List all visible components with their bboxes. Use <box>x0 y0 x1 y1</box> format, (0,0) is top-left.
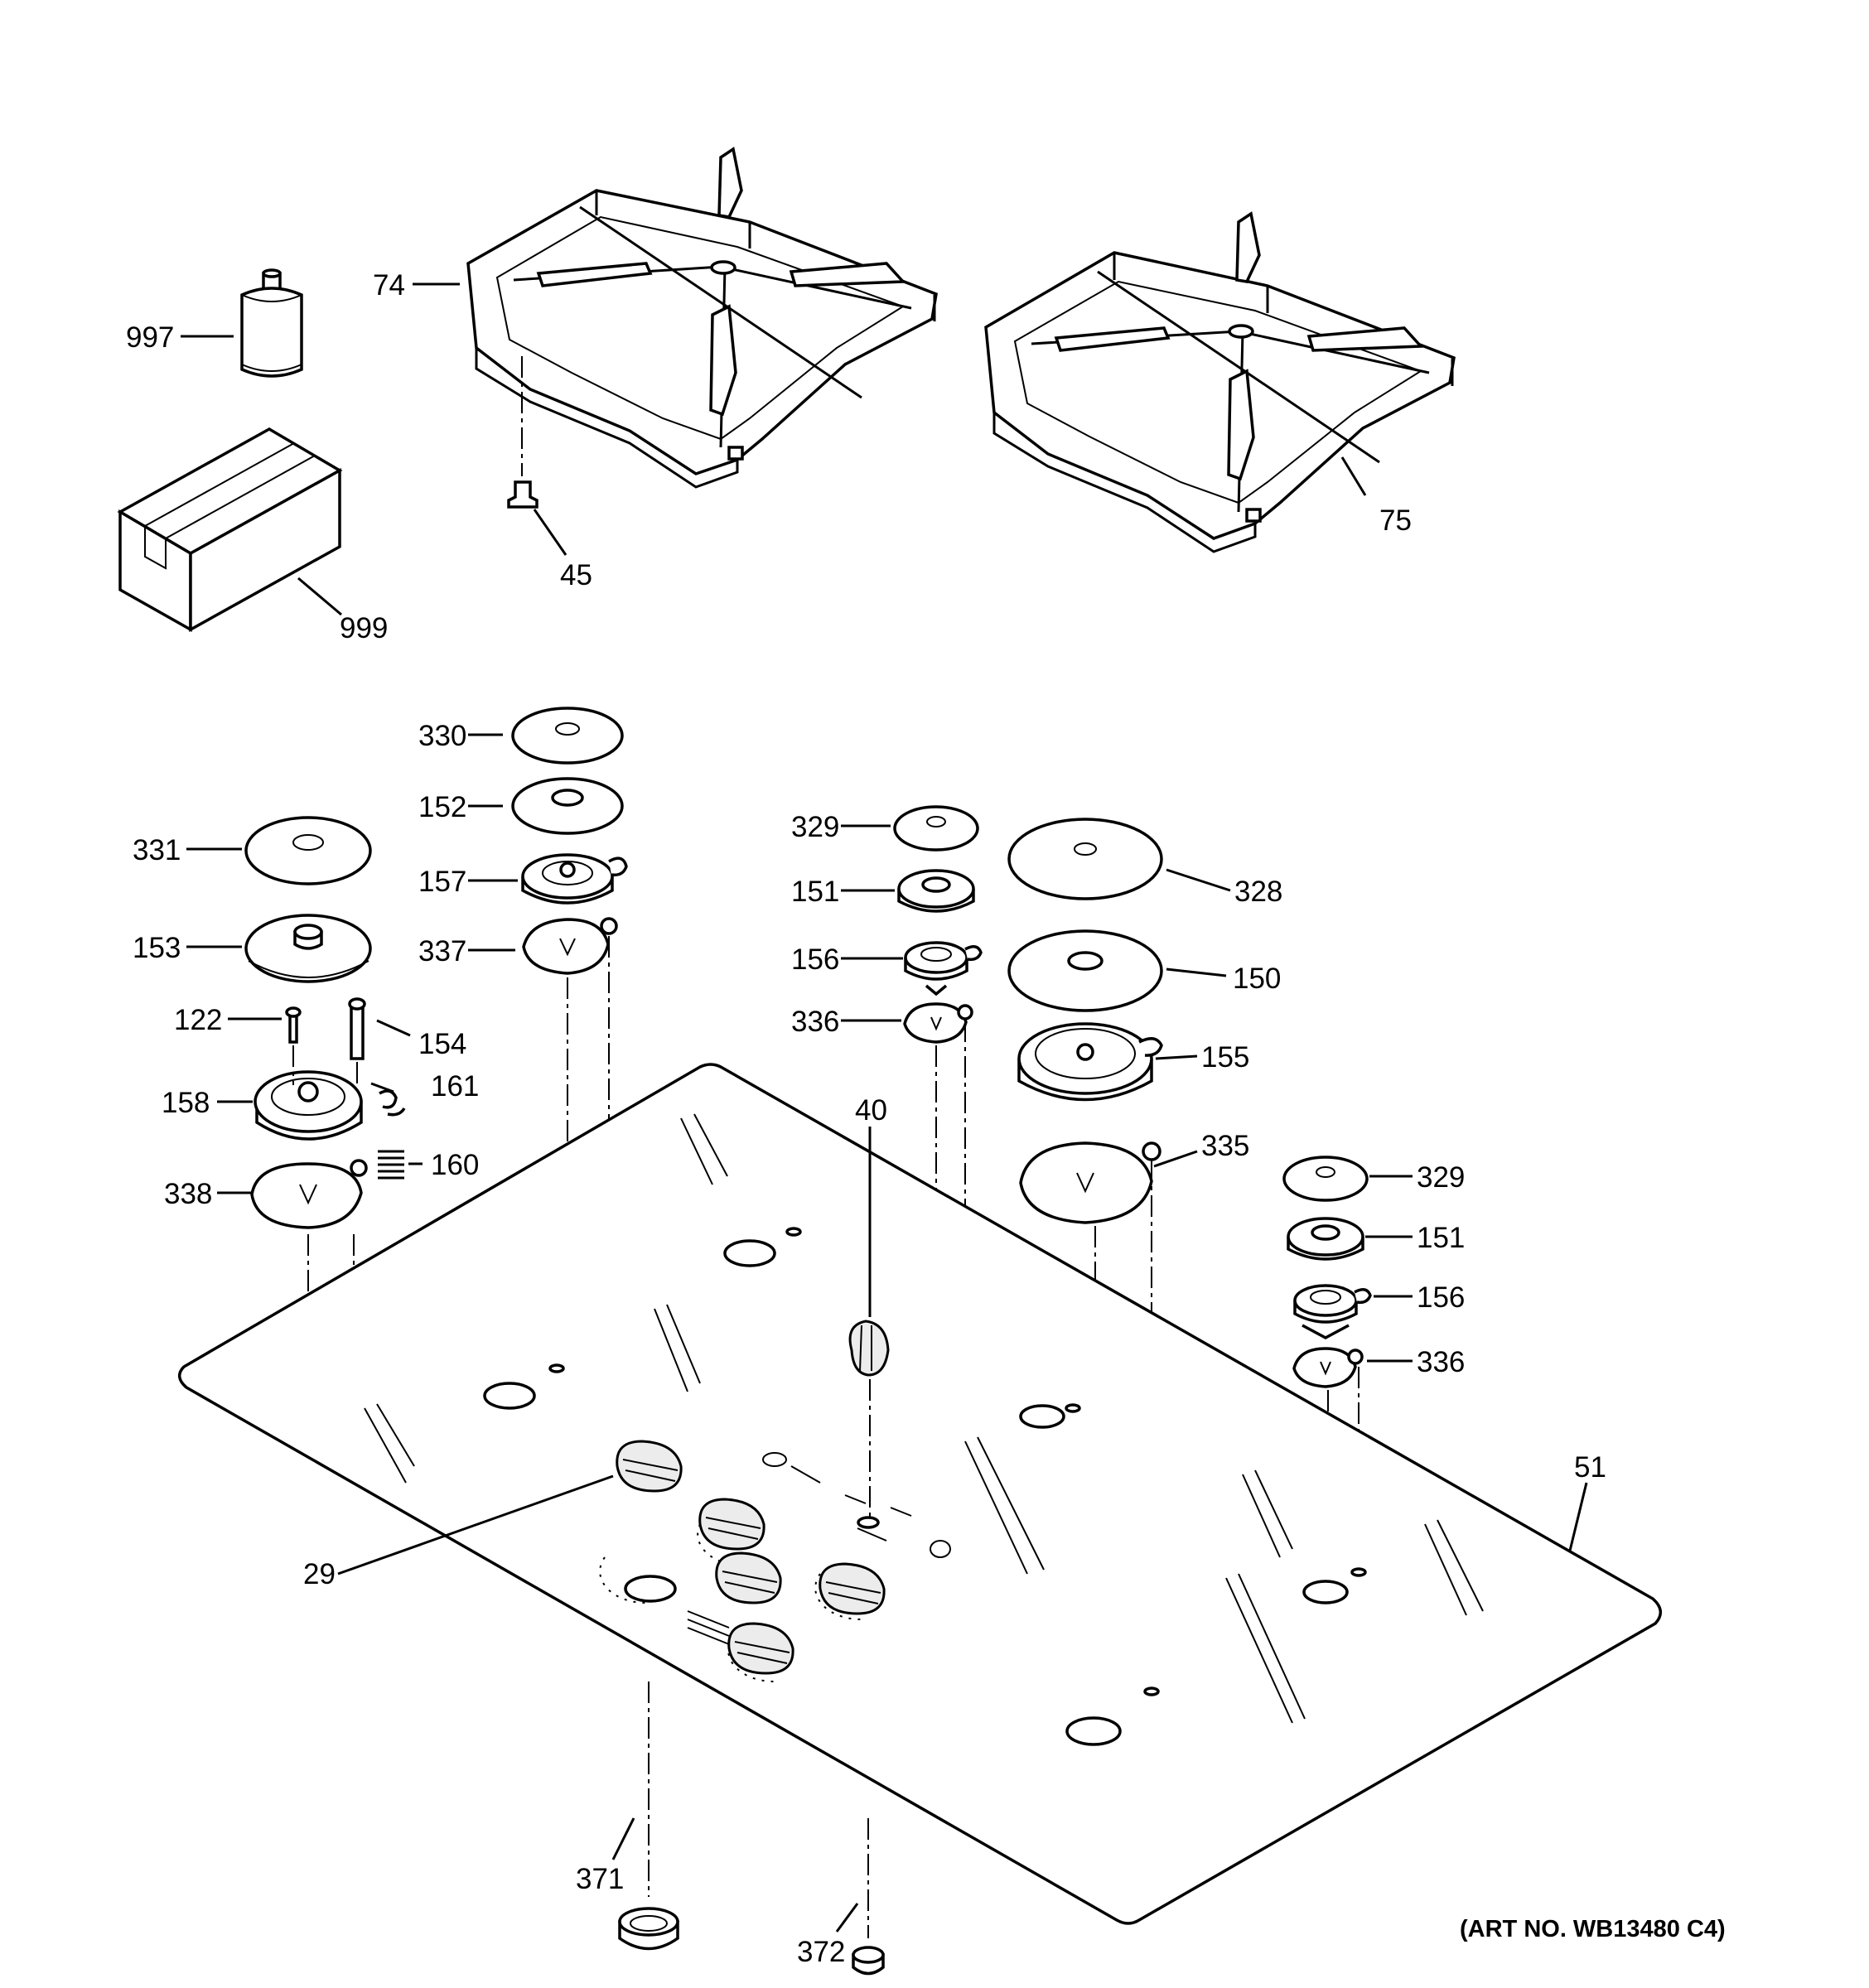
label-372: 372 <box>797 1936 845 1968</box>
part-997-bottle <box>240 268 303 378</box>
grate-right <box>984 211 1456 553</box>
burner-stack-left <box>244 816 558 1367</box>
grate-foot-45 <box>507 356 538 509</box>
label-51: 51 <box>1574 1451 1606 1484</box>
label-122: 122 <box>174 1004 222 1036</box>
label-156-center: 156 <box>791 943 839 976</box>
label-156-right: 156 <box>1417 1281 1465 1314</box>
label-157: 157 <box>418 866 466 898</box>
foot-371 <box>618 1682 679 1951</box>
label-335: 335 <box>1201 1130 1249 1162</box>
label-337: 337 <box>418 935 466 967</box>
label-999: 999 <box>340 612 388 644</box>
label-40: 40 <box>855 1094 887 1127</box>
knob-center <box>715 1551 782 1604</box>
label-161: 161 <box>431 1070 479 1103</box>
knob-front <box>727 1622 794 1675</box>
label-329-right: 329 <box>1417 1161 1465 1194</box>
label-75: 75 <box>1379 504 1412 537</box>
label-152: 152 <box>418 791 466 823</box>
label-330: 330 <box>418 720 466 752</box>
label-160: 160 <box>431 1149 479 1181</box>
label-150: 150 <box>1233 963 1281 995</box>
label-29: 29 <box>303 1558 336 1590</box>
label-329-center: 329 <box>791 811 839 843</box>
burner-stack-left-rear <box>511 707 794 1238</box>
art-number: (ART NO. WB13480 C4) <box>1460 1916 1726 1942</box>
label-153: 153 <box>133 932 181 964</box>
label-154: 154 <box>418 1028 466 1060</box>
burner-stack-large <box>1007 818 1163 1719</box>
label-155: 155 <box>1201 1041 1249 1074</box>
label-45: 45 <box>560 559 592 591</box>
burner-stack-center <box>893 805 1043 1408</box>
glass-cooktop-51 <box>178 1063 1662 1925</box>
label-338: 338 <box>164 1178 212 1210</box>
foot-372 <box>852 1818 885 1976</box>
part-999-box <box>117 427 343 632</box>
label-158: 158 <box>162 1087 210 1119</box>
label-336-right: 336 <box>1417 1346 1465 1378</box>
label-151-right: 151 <box>1417 1222 1465 1254</box>
label-336-center: 336 <box>791 1006 839 1038</box>
label-331: 331 <box>133 834 181 866</box>
knob-29 <box>616 1440 683 1493</box>
leader-lines <box>181 282 1588 1933</box>
knob-front-left <box>698 1498 765 1551</box>
label-371: 371 <box>576 1863 624 1895</box>
label-997: 997 <box>126 321 174 354</box>
label-328: 328 <box>1234 876 1282 908</box>
label-74: 74 <box>373 269 405 302</box>
grate-left <box>466 147 938 489</box>
knob-right <box>819 1562 886 1615</box>
burner-stack-right <box>1282 1156 1372 1578</box>
label-151-center: 151 <box>791 876 839 908</box>
part-labels: 74 75 45 997 999 330 152 157 337 331 153… <box>126 269 1726 1968</box>
knob-40-lock <box>848 1320 890 1520</box>
